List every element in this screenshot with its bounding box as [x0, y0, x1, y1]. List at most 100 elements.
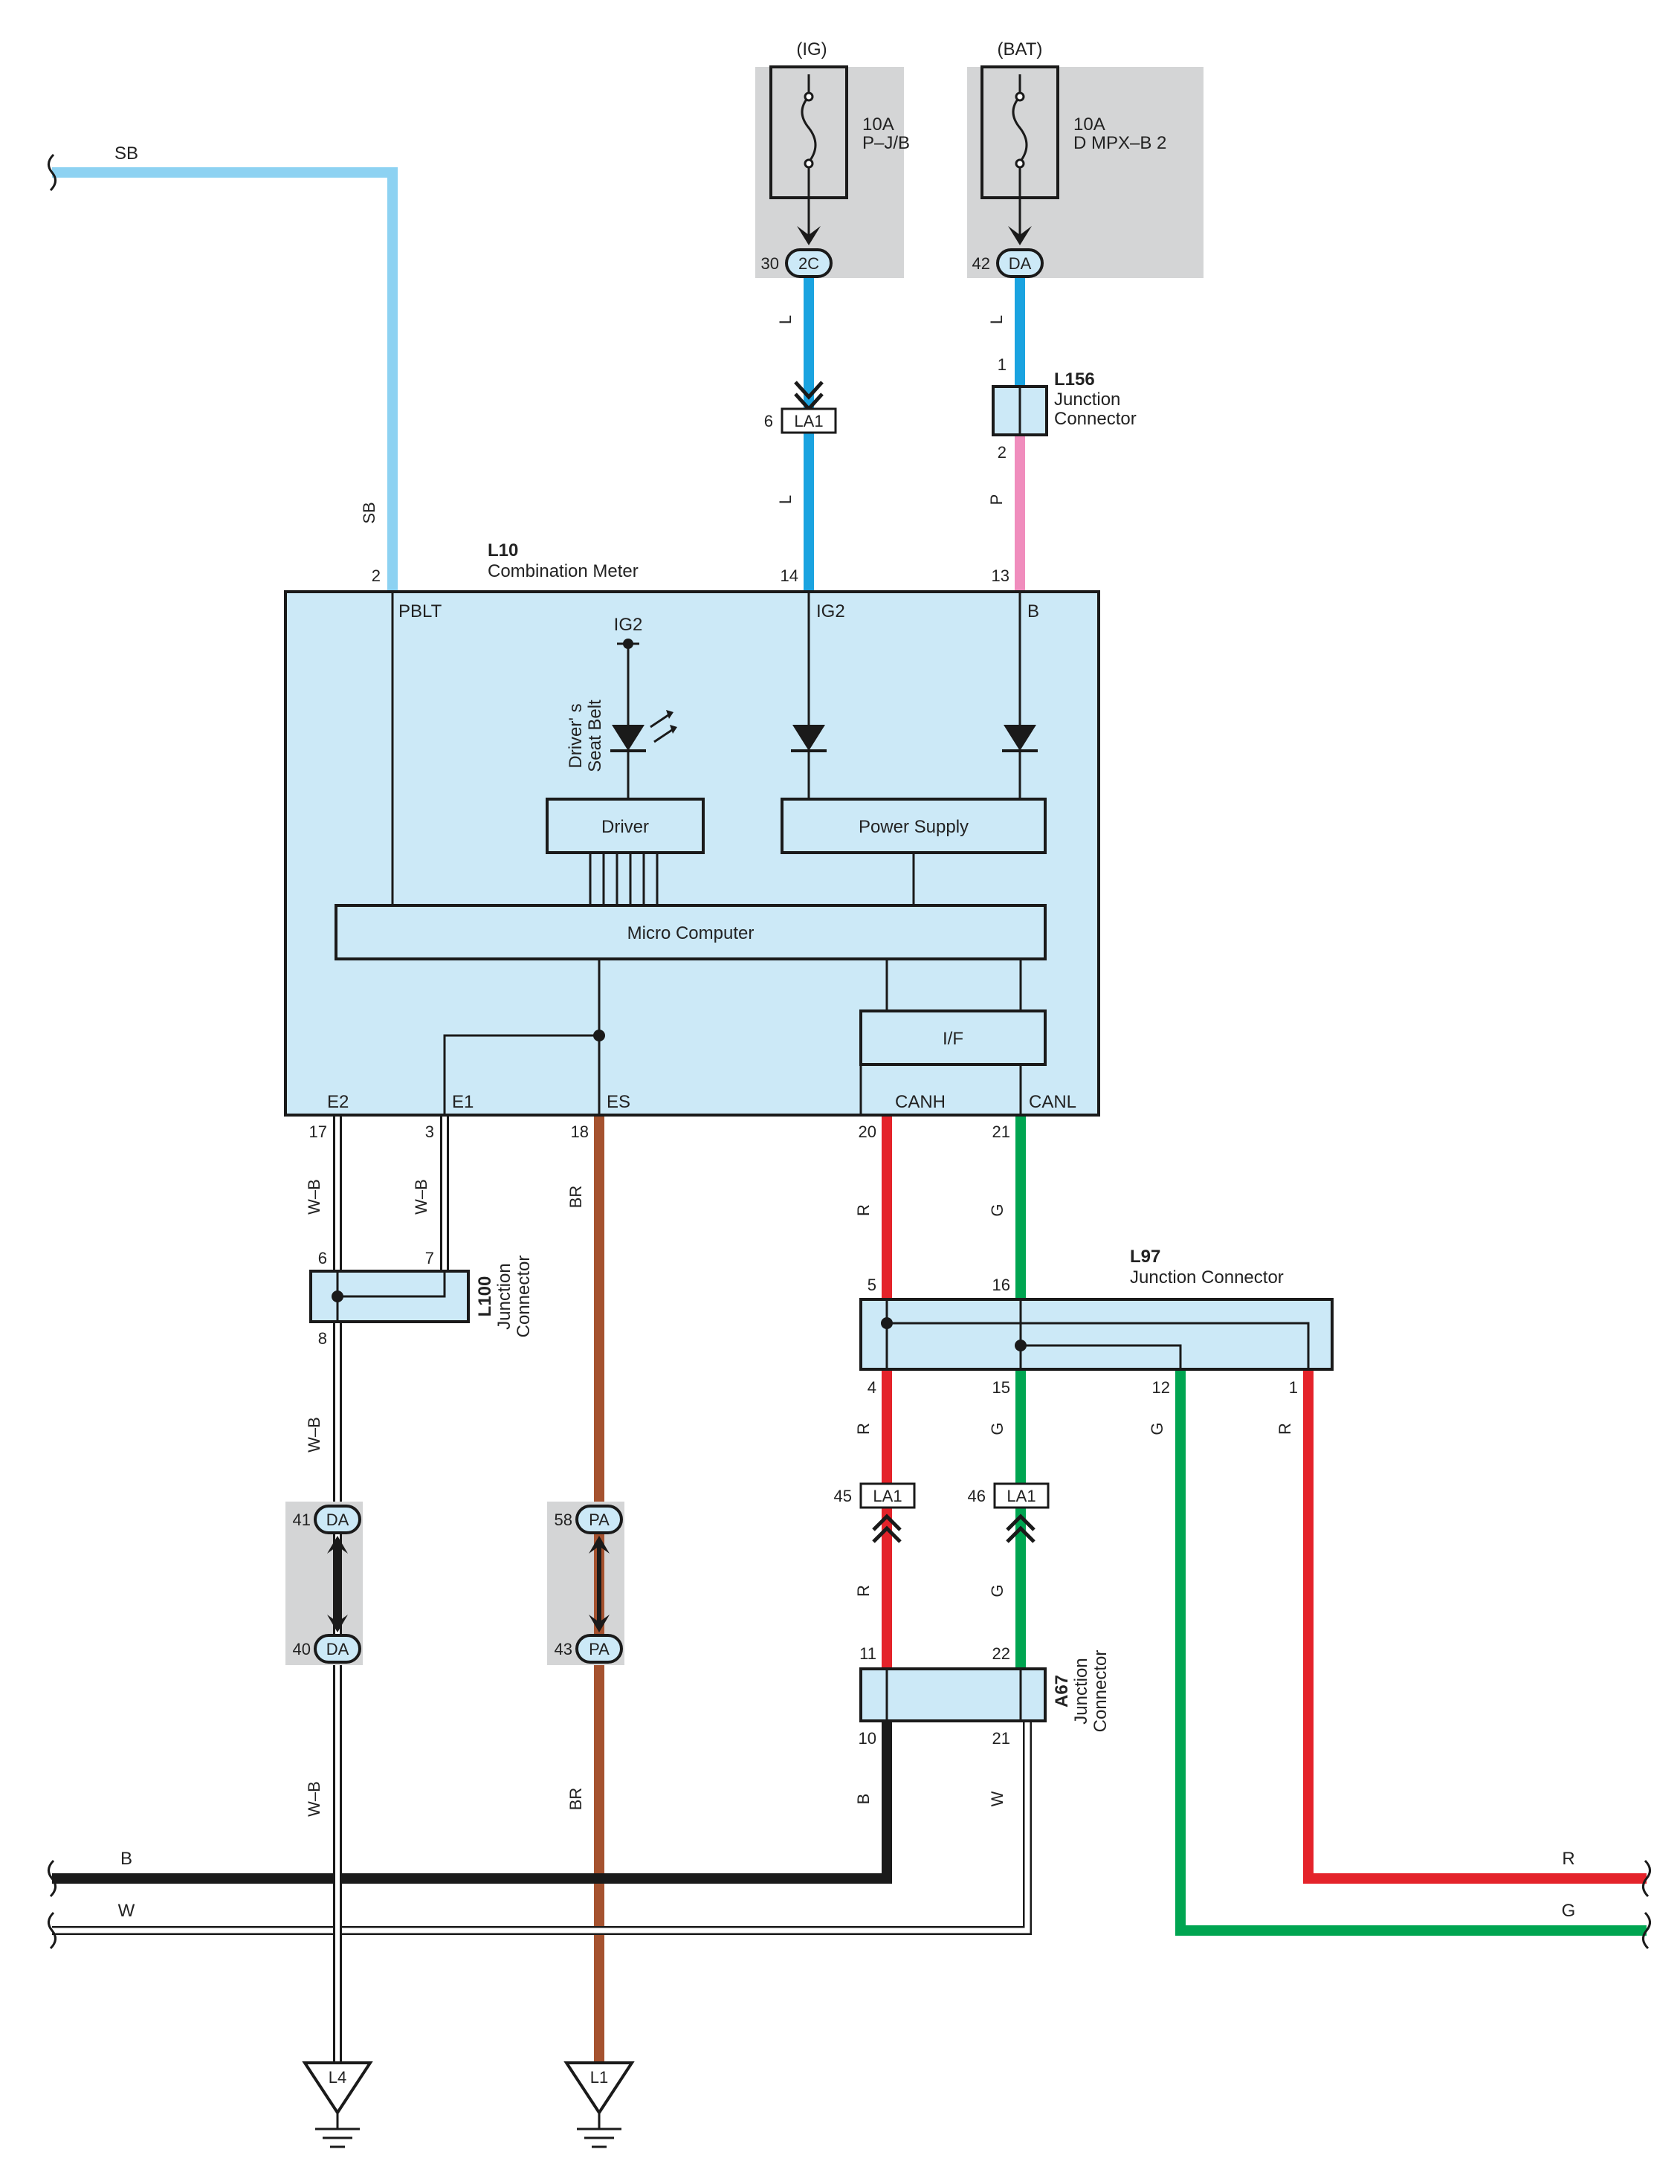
bat-fuse-header: (BAT) [998, 39, 1043, 59]
wire-label-b-vert: B [854, 1794, 873, 1805]
l100-pin-b: 7 [425, 1249, 434, 1267]
wire-label-l-3: L [987, 315, 1006, 324]
a67-pin-10: 10 [859, 1729, 876, 1748]
ig-fuse-name: P–J/B [862, 133, 910, 153]
pin-e2: 17 [309, 1122, 327, 1141]
ig2-diode-icon [792, 725, 825, 751]
l97-pin-15: 15 [992, 1378, 1010, 1397]
bat-fuse-element [1012, 74, 1028, 238]
pa-arrow-up-icon [589, 1536, 610, 1554]
da-arrow-down-icon [327, 1615, 348, 1632]
l97-pin-16: 16 [992, 1276, 1010, 1294]
wire-w [52, 1721, 1032, 1935]
pa-top-connector [575, 1505, 623, 1534]
a67-line2: Connector [1091, 1650, 1111, 1733]
ig-fuse-panel [755, 67, 904, 278]
wire-label-r-1: R [854, 1204, 873, 1216]
pin-canh: 20 [859, 1122, 876, 1141]
l97-pin-1: 1 [1289, 1378, 1298, 1397]
ig-fuse-element [801, 74, 817, 238]
bat-fuse-name: D MPX–B 2 [1073, 133, 1166, 153]
l10-name: Combination Meter [488, 561, 639, 581]
wire-label-g-2: G [988, 1422, 1007, 1435]
ground-l1-icon [563, 2061, 635, 2116]
la1-ig-pin: 6 [764, 412, 773, 430]
driver-label: Driver [601, 817, 649, 837]
pin-ig2: 14 [781, 566, 798, 585]
wire-label-r-4: R [854, 1585, 873, 1597]
l100-pin-a: 6 [318, 1249, 327, 1267]
term-pblt: PBLT [398, 601, 442, 621]
pin-canl: 21 [992, 1122, 1010, 1141]
bat-arrow-icon [1008, 226, 1032, 245]
wire-label-l-1: L [776, 315, 795, 324]
l156-pin-out: 2 [998, 443, 1007, 462]
bat-da-connector [996, 248, 1044, 278]
wire-label-sb: SB [114, 143, 138, 164]
term-canh: CANH [895, 1092, 946, 1112]
l156-pin-in: 1 [998, 355, 1007, 374]
driver-block [546, 798, 705, 854]
da-top-connector [314, 1505, 361, 1534]
l10-id: L10 [488, 540, 518, 560]
da-arrow-up-icon [327, 1536, 348, 1554]
pin-es: 18 [571, 1122, 589, 1141]
wire-label-w-vert: W [988, 1791, 1007, 1806]
wire-label-g-4: G [988, 1584, 1007, 1597]
da-bot-connector [314, 1634, 361, 1664]
wire-label-b: B [120, 1849, 132, 1869]
a67-pin-11: 11 [859, 1644, 876, 1663]
power-supply-label: Power Supply [859, 817, 969, 837]
wire-b [52, 1721, 892, 1884]
ground-l4-label: L4 [329, 2068, 346, 2087]
wire-label-wb-3: W–B [305, 1417, 323, 1453]
da-bot-pin: 40 [293, 1640, 311, 1658]
pa-top-label: PA [589, 1511, 610, 1529]
pa-arrow-down-icon [589, 1615, 610, 1632]
la1-r-pin: 45 [834, 1487, 852, 1505]
la1-g-label: LA1 [1007, 1487, 1036, 1505]
wire-r-right [1303, 1369, 1647, 1884]
ground-l4-icon [302, 2061, 373, 2116]
la1-ig-connector [781, 407, 837, 434]
term-canl: CANL [1029, 1092, 1076, 1112]
wire-label-l-2: L [776, 495, 795, 504]
la1-r-label: LA1 [873, 1487, 902, 1505]
ig-pin: 30 [761, 254, 779, 273]
seatbelt-led-icon [612, 725, 644, 751]
da-top-label: DA [326, 1511, 349, 1529]
wire-label-br-2: BR [566, 1788, 585, 1811]
l100-line2: Connector [514, 1256, 534, 1338]
wire-label-g-right: G [1562, 1901, 1576, 1921]
l100-line1: Junction [494, 1263, 514, 1329]
la1-g-connector [993, 1482, 1050, 1509]
b-diode-icon [1004, 725, 1036, 751]
a67-id: A67 [1052, 1675, 1072, 1708]
term-ig2: IG2 [816, 601, 845, 621]
a67-junction [859, 1667, 1047, 1722]
a67-pin-21: 21 [992, 1729, 1010, 1748]
wire-label-p: P [987, 494, 1006, 505]
l97-name: Junction Connector [1130, 1267, 1284, 1288]
if-block [859, 1009, 1047, 1066]
a67-pin-22: 22 [992, 1644, 1010, 1663]
bat-fuse-panel [967, 67, 1204, 278]
power-supply-block [781, 798, 1047, 854]
la1-g-arrow-icon [1006, 1513, 1036, 1543]
wire-label-wb-4: W–B [305, 1781, 323, 1817]
l97-pin-5: 5 [868, 1276, 876, 1294]
l97-pin-12: 12 [1152, 1378, 1170, 1397]
term-e2: E2 [327, 1092, 349, 1112]
bat-pin: 42 [972, 254, 990, 273]
ig-fuse-rating: 10A [862, 114, 894, 135]
led-label-1: Driver' s [566, 703, 586, 768]
la1-g-pin: 46 [968, 1487, 986, 1505]
bat-fuse-rating: 10A [1073, 114, 1105, 135]
wire-label-r-3: R [1276, 1423, 1294, 1435]
wire-g-right [1175, 1369, 1647, 1936]
la1-r-connector [859, 1482, 916, 1509]
wire-label-g-3: G [1148, 1422, 1166, 1435]
bat-da-label: DA [1009, 254, 1032, 273]
micro-computer-block [335, 904, 1047, 960]
